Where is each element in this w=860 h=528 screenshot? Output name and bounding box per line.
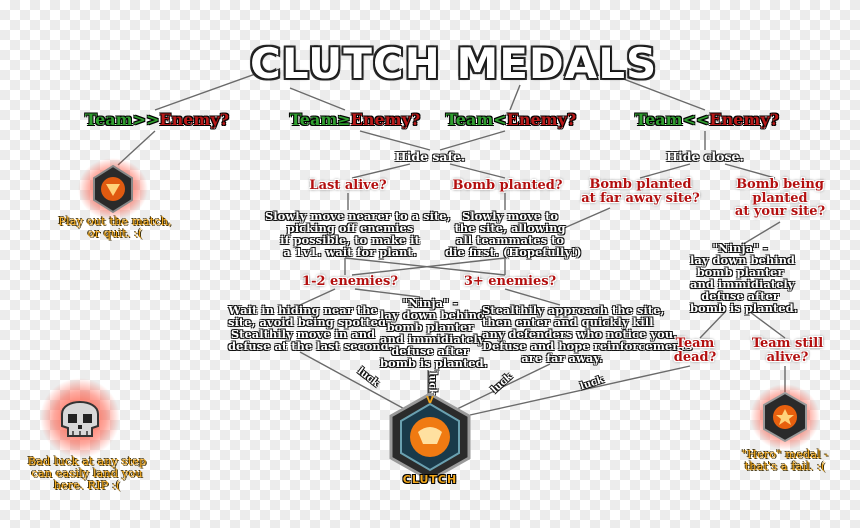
text-line: Bad luck at any step <box>27 454 147 468</box>
last-alive-question: Last alive? <box>309 178 387 193</box>
text-line: Play out the match, <box>58 214 172 228</box>
slowly-nearer-text: Slowly move nearer to a site, picking of… <box>265 209 451 260</box>
text-line: Stealthily move in and <box>230 327 376 342</box>
branch-team-label: Team< <box>445 110 507 129</box>
text-line: Slowly move to <box>461 209 559 223</box>
clutch-medal-icon: V <box>385 392 475 487</box>
play-out-text: Play out the match, or quit. :( <box>50 215 180 239</box>
text-line: "Ninja" - <box>402 296 458 310</box>
text-line: and immidiately <box>690 277 795 292</box>
hero-medal-text: "Hero" medal - that's a fail. :( <box>730 448 840 472</box>
text-line: picking off enemies <box>286 221 414 236</box>
slowly-to-site-text: Slowly move to the site, allowing all te… <box>445 209 582 260</box>
skull-icon <box>40 378 120 458</box>
text-line: are far away. <box>521 351 603 366</box>
text-line: here. RIP :( <box>53 478 121 493</box>
text-line: all teammates to <box>455 233 565 248</box>
three-plus-enemies-question: 3+ enemies? <box>463 274 557 289</box>
text-line: Team still <box>751 336 824 351</box>
text-line: or quit. :( <box>87 226 143 241</box>
text-line: defuse after <box>391 344 469 359</box>
branch-team-label: Team<< <box>635 110 710 129</box>
text-line: if possible, to make it <box>280 233 420 248</box>
text-line: alive? <box>766 349 809 365</box>
text-line: die first. (Hopefully!) <box>445 245 582 260</box>
text-line: bomb planter <box>386 320 474 335</box>
text-line: can easily land you <box>31 466 143 481</box>
hide-safe-label: Hide safe. <box>394 149 466 164</box>
branch-team-much-less: Team<<Enemy? <box>627 110 787 129</box>
text-line: defuse at the last second. <box>228 339 393 354</box>
text-line: defuse after <box>701 289 779 304</box>
text-line: at your site? <box>734 204 826 220</box>
text-line: at far away site? <box>581 190 700 206</box>
branch-team-less: Team<Enemy? <box>436 110 586 129</box>
diagram-title: CLUTCH MEDALS <box>250 39 658 88</box>
text-line: "Ninja" - <box>712 241 768 255</box>
text-line: planted <box>752 190 808 206</box>
text-line: a 1v1. wait for plant. <box>283 245 417 260</box>
text-line: bomb is planted. <box>690 301 798 316</box>
branch-team-label: Team>> <box>85 110 160 129</box>
text-line: site, avoid being spotted. <box>228 315 390 330</box>
text-line: any defenders who notice you. <box>482 327 678 342</box>
clutch-badge-text: CLUTCH <box>402 473 458 486</box>
bad-luck-text: Bad luck at any step can easily land you… <box>22 455 152 491</box>
text-line: lay down behind <box>690 253 795 268</box>
branch-enemy-label: Enemy? <box>506 110 577 129</box>
hide-close-label: Hide close. <box>666 149 744 164</box>
branch-team-much-greater: Team>>Enemy? <box>82 110 232 129</box>
hero-medal-icon <box>750 384 820 450</box>
bomb-planted-question: Bomb planted? <box>452 178 563 193</box>
svg-text:V: V <box>426 395 434 406</box>
team-dead-question: Team dead? <box>665 337 725 364</box>
text-line: Team <box>675 336 715 351</box>
bomb-planted-far-question: Bomb planted at far away site? <box>578 178 703 205</box>
branch-enemy-label: Enemy? <box>159 110 229 129</box>
team-still-alive-question: Team still alive? <box>745 337 830 364</box>
branch-team-greater-equal: Team≥Enemy? <box>280 110 430 129</box>
text-line: bomb is planted. <box>380 356 488 371</box>
text-line: Bomb being <box>736 177 824 192</box>
text-line: Slowly move nearer to a site, <box>265 209 451 223</box>
text-line: Bomb planted <box>589 177 692 192</box>
rank-medal-icon <box>78 158 148 220</box>
one-two-enemies-question: 1-2 enemies? <box>302 274 398 289</box>
ninja-right-text: "Ninja" - lay down behind bomb planter a… <box>690 241 798 316</box>
branch-enemy-label: Enemy? <box>350 110 421 129</box>
wait-hiding-text: Wait in hiding near the site, avoid bein… <box>228 303 393 354</box>
text-line: that's a fail. :( <box>744 459 826 474</box>
stealth-approach-text: Stealthily approach the site, then enter… <box>482 303 693 366</box>
text-line: dead? <box>673 349 717 365</box>
text-line: the site, allowing <box>454 221 566 236</box>
branch-enemy-label: Enemy? <box>709 110 779 129</box>
text-line: then enter and quickly kill <box>482 315 654 330</box>
text-line: Defuse and hope reinforcements <box>482 339 693 354</box>
text-line: and immidiately <box>380 332 485 347</box>
text-line: bomb planter <box>696 265 784 280</box>
branch-team-label: Team≥ <box>289 110 351 129</box>
text-line: Wait in hiding near the <box>228 303 378 317</box>
ninja-center-text: "Ninja" - lay down behind bomb planter a… <box>380 296 488 371</box>
bomb-being-planted-question: Bomb being planted at your site? <box>730 178 830 219</box>
text-line: Stealthily approach the site, <box>482 303 665 317</box>
text-line: lay down behind <box>380 308 485 323</box>
text-line: "Hero" medal - <box>741 447 829 461</box>
